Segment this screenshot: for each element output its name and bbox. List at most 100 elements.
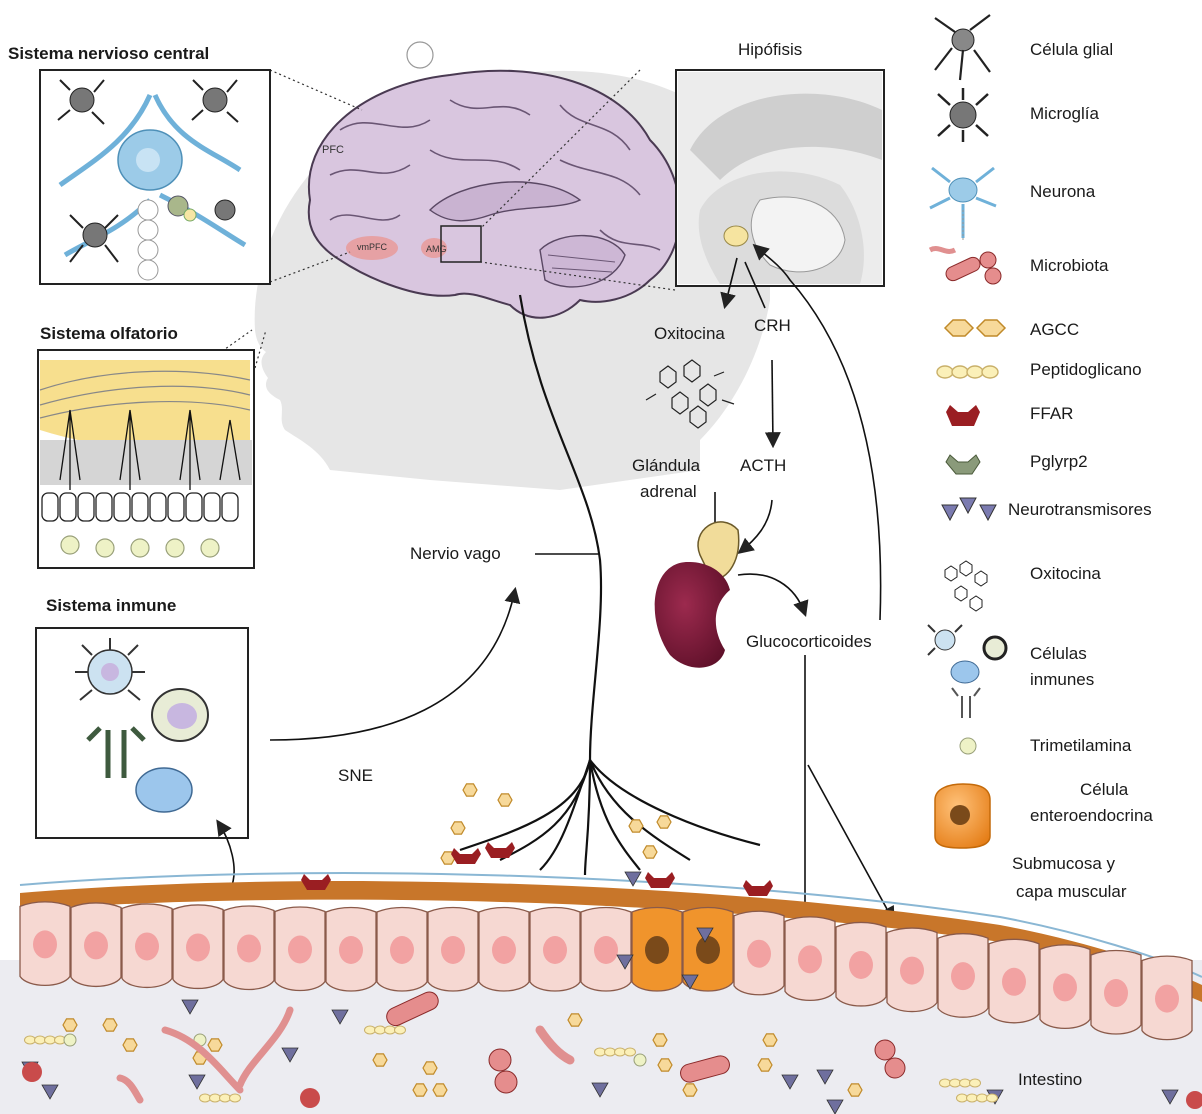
label-sne: SNE xyxy=(338,766,373,786)
peptidoglycan-unit xyxy=(970,1079,981,1087)
epithelial-cell xyxy=(785,917,835,1001)
enteroendocrine-cell xyxy=(632,908,682,992)
agcc-hexagon xyxy=(433,1084,447,1096)
epithelial-cell xyxy=(326,908,376,992)
pituitary-panel-illustration xyxy=(676,70,884,286)
peptidoglycan-unit xyxy=(200,1094,211,1102)
trimethylamine-dot xyxy=(634,1054,646,1066)
peptidoglycan-unit xyxy=(35,1036,46,1044)
agcc-hexagon xyxy=(643,846,657,858)
ffar-receptor xyxy=(645,872,675,888)
peptidoglycan-unit xyxy=(25,1036,36,1044)
cns-panel-illustration xyxy=(40,70,270,284)
epithelial-cell xyxy=(530,908,580,992)
label-adrenal-line1: Glándula xyxy=(632,456,700,476)
peptidoglycan-unit xyxy=(625,1048,636,1056)
label-glucocorticoides: Glucocorticoides xyxy=(746,632,872,652)
epithelial-cell xyxy=(173,905,223,989)
peptidoglycan-unit xyxy=(210,1094,221,1102)
olfactory-panel-title: Sistema olfatorio xyxy=(40,324,178,344)
peptidoglycan-unit xyxy=(605,1048,616,1056)
agcc-hexagon xyxy=(63,1019,77,1031)
immune-cells-icon xyxy=(928,625,1006,718)
agcc-hexagon xyxy=(629,820,643,832)
label-intestino: Intestino xyxy=(1018,1070,1082,1090)
agcc-hexagon xyxy=(758,1059,772,1071)
immune-panel-title: Sistema inmune xyxy=(46,596,176,616)
peptidoglycan-unit xyxy=(950,1079,961,1087)
peptidoglycan-unit xyxy=(967,1094,978,1102)
triangles-icon xyxy=(942,498,996,520)
olfactory-panel-illustration xyxy=(38,350,254,568)
pglyrp2-receptor-icon xyxy=(946,455,980,474)
brain-label-vmpfc: vmPFC xyxy=(357,242,387,252)
oxytocin-molecule-icon xyxy=(945,561,987,611)
legend-label-microbiota: Microbiota xyxy=(1030,256,1108,276)
legend-label-celulas-line2: inmunes xyxy=(1030,670,1094,690)
peptidoglycan-unit xyxy=(365,1026,376,1034)
label-submucosa-line1: Submucosa y xyxy=(1012,854,1115,874)
epithelial-cell xyxy=(479,908,529,992)
hexagon-pair-icon xyxy=(945,320,1005,336)
agcc-hexagon xyxy=(653,1034,667,1046)
legend-label-ffar: FFAR xyxy=(1030,404,1073,424)
agcc-hexagon xyxy=(413,1084,427,1096)
peptidoglycan-unit xyxy=(395,1026,406,1034)
agcc-hexagon xyxy=(103,1019,117,1031)
agcc-hexagon xyxy=(683,1084,697,1096)
epithelial-cell xyxy=(428,908,478,992)
epithelial-cell xyxy=(1091,951,1141,1035)
brain-label-amg: AMG xyxy=(426,244,447,254)
epithelial-cell xyxy=(1040,945,1090,1029)
legend-label-oxitocina: Oxitocina xyxy=(1030,564,1101,584)
peptidoglycan-unit xyxy=(987,1094,998,1102)
epithelial-cell xyxy=(71,903,121,987)
epithelial-cell xyxy=(224,906,274,990)
label-nervio-vago: Nervio vago xyxy=(410,544,501,564)
agcc-hexagon xyxy=(423,1062,437,1074)
peptidoglycan-unit xyxy=(957,1094,968,1102)
label-oxitocina: Oxitocina xyxy=(654,324,725,344)
legend-label-celulas-line1: Células xyxy=(1030,644,1087,664)
adrenal-kidney xyxy=(655,522,739,668)
legend-label-celula-line2: enteroendocrina xyxy=(1030,806,1153,826)
agcc-hexagon xyxy=(658,1059,672,1071)
circle-icon xyxy=(960,738,976,754)
pituitary-panel-title: Hipófisis xyxy=(738,40,802,60)
peptidoglycan-unit xyxy=(595,1048,606,1056)
label-adrenal-line2: adrenal xyxy=(640,482,697,502)
agcc-hexagon xyxy=(373,1054,387,1066)
legend-label-microglia: Microglía xyxy=(1030,104,1099,124)
epithelial-cell xyxy=(887,928,937,1012)
label-acth: ACTH xyxy=(740,456,786,476)
epithelial-cell xyxy=(989,939,1039,1023)
epithelial-cell xyxy=(122,904,172,988)
ffar-receptor-icon xyxy=(946,405,980,426)
peptidoglycan-unit xyxy=(960,1079,971,1087)
peptidoglycan-unit xyxy=(977,1094,988,1102)
peptidoglycan-unit xyxy=(45,1036,56,1044)
agcc-hexagon xyxy=(763,1034,777,1046)
legend-label-pglyrp2: Pglyrp2 xyxy=(1030,452,1088,472)
immune-panel-illustration xyxy=(36,628,248,838)
legend-label-neurona: Neurona xyxy=(1030,182,1095,202)
ffar-receptor xyxy=(451,848,481,864)
agcc-hexagon xyxy=(568,1014,582,1026)
legend-label-neurotransmisores: Neurotransmisores xyxy=(1008,500,1152,520)
peptidoglycan-chain-icon xyxy=(937,366,998,378)
peptidoglycan-unit xyxy=(940,1079,951,1087)
microglia-icon xyxy=(938,88,988,142)
neurotransmitter-triangle xyxy=(625,872,641,886)
microbiota-icon xyxy=(930,249,1001,284)
epithelial-cell xyxy=(20,902,70,986)
agcc-hexagon xyxy=(657,816,671,828)
legend-icons xyxy=(928,15,1006,848)
agcc-hexagon xyxy=(208,1039,222,1051)
legend-label-celula-line1: Célula xyxy=(1080,780,1128,800)
peptidoglycan-unit xyxy=(615,1048,626,1056)
neuron-icon xyxy=(930,168,996,240)
epithelial-cell xyxy=(581,908,631,992)
ffar-receptor xyxy=(743,880,773,896)
